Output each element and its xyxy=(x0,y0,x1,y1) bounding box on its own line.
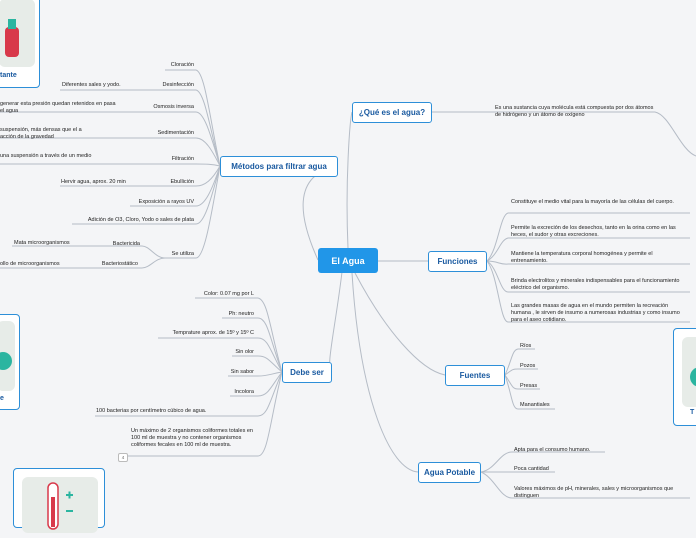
requisito-incolora[interactable]: Incolora xyxy=(234,389,254,395)
subtopic-rayos-uv[interactable]: Exposición a rayos UV xyxy=(138,199,194,205)
subtopic-osmosis[interactable]: Osmosis inversa xyxy=(153,104,194,110)
filtracion-detail[interactable]: una suspensión a través de un medio xyxy=(0,153,92,159)
bacteriostatico-detail[interactable]: ollo de microorganismos xyxy=(0,261,60,267)
topic-agua-potable[interactable]: Agua Potable xyxy=(418,462,481,483)
bactericida-detail[interactable]: Mata microorganismos xyxy=(14,240,70,246)
requisito-coliformes[interactable]: Un máximo de 2 organismos coliformes tot… xyxy=(131,428,253,448)
requisito-color[interactable]: Color: 0.07 mg por L xyxy=(203,291,254,297)
subtopic-sedimentacion[interactable]: Sedimentación xyxy=(157,130,194,136)
funcion-5[interactable]: Las grandes masas de agua en el mundo pe… xyxy=(511,303,680,323)
thermometer-icon xyxy=(47,482,73,530)
fuente-presas[interactable]: Presas xyxy=(520,383,538,389)
topic-metodos[interactable]: Métodos para filtrar agua xyxy=(220,156,338,177)
requisito-bacterias[interactable]: 100 bacterias por centímetro cúbico de a… xyxy=(96,408,207,414)
potable-valores[interactable]: Valores máximos de pH, minerales, sales … xyxy=(514,486,674,499)
document-illustration xyxy=(0,0,35,67)
funcion-1[interactable]: Constituye el medio vital para la mayorí… xyxy=(511,199,674,205)
card-label-right: T xyxy=(690,409,695,416)
funcion-2[interactable]: Permite la excreción de los desechos, ta… xyxy=(511,225,676,238)
thermometer-illustration xyxy=(22,477,98,533)
osmosis-detail[interactable]: generar esta presión quedan retenidos en… xyxy=(0,101,116,114)
potable-apta[interactable]: Apta para el consumo humano. xyxy=(514,447,591,453)
drop-icon xyxy=(690,367,696,387)
image-card-top-left xyxy=(0,0,40,88)
requisito-sin-sabor[interactable]: Sin sabor xyxy=(230,369,254,375)
water-drop-icon xyxy=(0,352,12,370)
card-label-mid-left: e xyxy=(0,395,4,402)
que-es-definition[interactable]: Es una sustancia cuya molécula está comp… xyxy=(495,105,654,118)
image-card-mid-left xyxy=(0,314,20,410)
potable-poca[interactable]: Poca cantidad xyxy=(514,466,549,472)
connector-lines xyxy=(0,69,696,499)
topic-debe-ser[interactable]: Debe ser xyxy=(282,362,332,383)
fuente-rios[interactable]: Ríos xyxy=(520,343,532,349)
funcion-4[interactable]: Brinda electrolitos y minerales indispen… xyxy=(511,278,680,291)
image-card-right xyxy=(673,328,696,426)
ebullicion-detail[interactable]: Hervir agua, aprox. 20 min xyxy=(61,179,126,185)
funcion-3[interactable]: Mantiene la temperatura corporal homogén… xyxy=(511,251,653,264)
drop-illustration xyxy=(0,321,15,391)
subtopic-cloracion[interactable]: Cloración xyxy=(170,62,194,68)
requisito-sin-olor[interactable]: Sin olor xyxy=(235,349,254,355)
subtopic-bactericida[interactable]: Bactericida xyxy=(112,241,140,247)
subtopic-desinfeccion[interactable]: Desinfección xyxy=(162,82,195,88)
right-illustration xyxy=(682,337,696,407)
subtopic-se-utiliza[interactable]: Se utiliza xyxy=(171,251,194,257)
root-topic[interactable]: El Agua xyxy=(318,248,378,273)
subtopic-bacteriostatico[interactable]: Bacteriostático xyxy=(101,261,138,267)
requisito-ph[interactable]: Ph: neutro xyxy=(228,311,254,317)
fuente-pozos[interactable]: Pozos xyxy=(520,363,536,369)
subtopic-ebullicion[interactable]: Ebullición xyxy=(170,179,194,185)
bottle-icon xyxy=(5,19,19,57)
topic-que-es[interactable]: ¿Qué es el agua? xyxy=(352,102,432,123)
sedimentacion-detail[interactable]: suspensión, más densas que el a acción d… xyxy=(0,127,82,140)
image-card-bottom-left xyxy=(13,468,105,533)
fuente-manantiales[interactable]: Manantiales xyxy=(520,402,550,408)
subtopic-adicion[interactable]: Adición de O3, Cloro, Yodo o sales de pl… xyxy=(87,217,194,223)
topic-fuentes[interactable]: Fuentes xyxy=(445,365,505,386)
card-label-top-left: tante xyxy=(0,72,17,79)
topic-funciones[interactable]: Funciones xyxy=(428,251,487,272)
desinfeccion-detail[interactable]: Diferentes sales y yodo. xyxy=(62,82,121,88)
collapsed-count-badge[interactable]: 4 xyxy=(118,453,128,462)
requisito-temperatura[interactable]: Temprature aprox. de 15º y 15º C xyxy=(172,330,254,336)
subtopic-filtracion[interactable]: Filtración xyxy=(171,156,194,162)
